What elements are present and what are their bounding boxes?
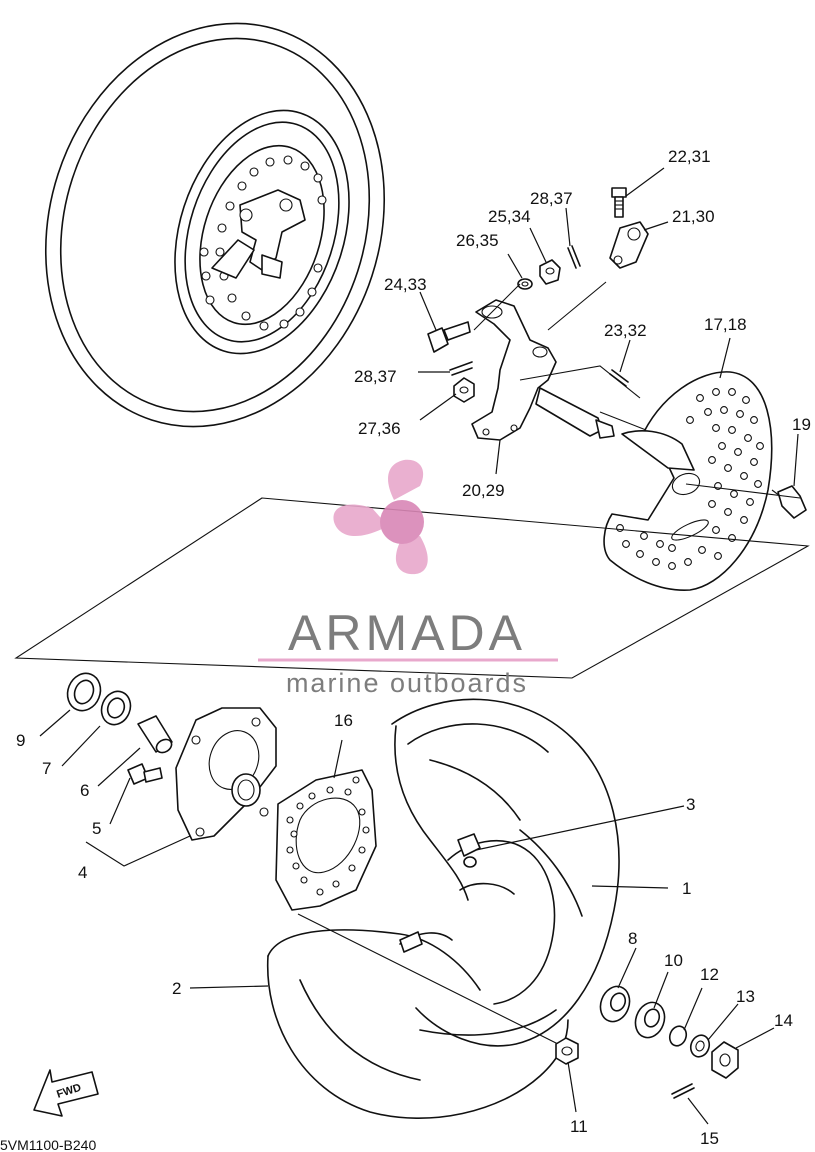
axle-hardware bbox=[555, 985, 739, 1099]
callout-7: 7 bbox=[42, 759, 51, 778]
bolt-24-33 bbox=[427, 321, 471, 353]
callout-20-29: 20,29 bbox=[462, 481, 505, 500]
callout-26-35: 26,35 bbox=[456, 231, 499, 250]
armada-propeller-logo bbox=[333, 459, 428, 575]
diagram-code: 5VM1100-B240 bbox=[0, 1137, 96, 1152]
callout-21-30: 21,30 bbox=[672, 207, 715, 226]
callout-1: 1 bbox=[682, 879, 691, 898]
plate-16-holes bbox=[286, 776, 370, 896]
callout-22-31: 22,31 bbox=[668, 147, 711, 166]
nut-11 bbox=[555, 1037, 579, 1065]
oil-seal-9 bbox=[66, 672, 102, 712]
exploded-view-guide-lines bbox=[14, 411, 810, 679]
nut-25-34 bbox=[539, 259, 561, 285]
bolt-19 bbox=[771, 485, 807, 519]
valve-3 bbox=[457, 833, 481, 868]
armada-watermark: ARMADA marine outboards bbox=[258, 459, 558, 698]
assembled-wheel-drawing bbox=[44, 22, 386, 428]
callout-25-34: 25,34 bbox=[488, 207, 531, 226]
tie-rod-end-21-30 bbox=[609, 221, 649, 269]
bolt-22-31 bbox=[611, 187, 627, 218]
wheel-hub-4 bbox=[175, 707, 277, 841]
hub-components bbox=[66, 672, 277, 867]
callout-14: 14 bbox=[774, 1011, 793, 1030]
callout-12: 12 bbox=[700, 965, 719, 984]
callout-27-36: 27,36 bbox=[358, 419, 401, 438]
callout-labels: 22,31 21,30 28,37 25,34 26,35 24,33 23,3… bbox=[16, 147, 811, 1148]
brake-disc-17-18 bbox=[603, 371, 773, 591]
callout-24-33: 24,33 bbox=[384, 275, 427, 294]
callout-4: 4 bbox=[78, 863, 87, 882]
callout-17-18: 17,18 bbox=[704, 315, 747, 334]
leader-lines bbox=[39, 167, 799, 1125]
exploded-knuckle-assembly bbox=[427, 187, 649, 441]
callout-11: 11 bbox=[570, 1117, 588, 1136]
bearing-7 bbox=[100, 690, 132, 726]
cotter-pin-15 bbox=[671, 1083, 695, 1099]
callout-28-37-upper: 28,37 bbox=[530, 189, 573, 208]
callout-28-37-lower: 28,37 bbox=[354, 367, 397, 386]
bearing-8 bbox=[599, 985, 631, 1023]
callout-15: 15 bbox=[700, 1129, 719, 1148]
steering-knuckle-20-29 bbox=[471, 299, 615, 441]
collar-12 bbox=[668, 1025, 688, 1047]
nut-27-36 bbox=[453, 377, 475, 403]
callout-5: 5 bbox=[92, 819, 101, 838]
wheel-rim-2 bbox=[267, 929, 481, 991]
washer-13 bbox=[689, 1034, 711, 1058]
callout-3: 3 bbox=[686, 795, 695, 814]
callout-6: 6 bbox=[80, 781, 89, 800]
callout-8: 8 bbox=[628, 929, 637, 948]
plate-16 bbox=[275, 769, 377, 911]
assembled-disc-holes bbox=[199, 155, 327, 331]
callout-10: 10 bbox=[664, 951, 683, 970]
oil-seal-10 bbox=[634, 1001, 666, 1039]
cotter-pin-lower bbox=[449, 361, 473, 376]
watermark-name: ARMADA bbox=[288, 605, 526, 661]
callout-19: 19 bbox=[792, 415, 811, 434]
cotter-pin-23-32 bbox=[609, 369, 629, 387]
callout-9: 9 bbox=[16, 731, 25, 750]
callout-16: 16 bbox=[334, 711, 353, 730]
castle-nut-14 bbox=[711, 1041, 739, 1079]
tire-1 bbox=[391, 698, 620, 1047]
callout-13: 13 bbox=[736, 987, 755, 1006]
stud-bolt-5 bbox=[127, 763, 163, 785]
watermark-tagline: marine outboards bbox=[286, 668, 528, 698]
cotter-pin-upper bbox=[567, 245, 581, 269]
callout-2: 2 bbox=[172, 979, 181, 998]
callout-23-32: 23,32 bbox=[604, 321, 647, 340]
collar-6 bbox=[137, 715, 173, 754]
tire-and-wheel-halves bbox=[266, 698, 620, 1119]
fwd-arrow: FWD bbox=[33, 1069, 99, 1117]
